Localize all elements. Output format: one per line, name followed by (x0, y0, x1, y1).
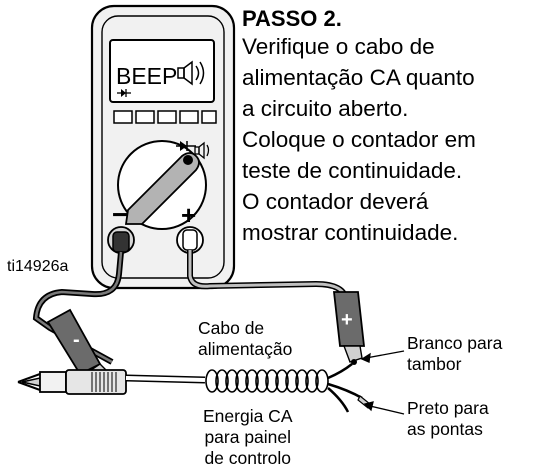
display-text: BEEP (116, 63, 177, 89)
instruction-line: a circuito aberto. (242, 96, 409, 121)
callout-arrows (360, 350, 405, 415)
negative-probe: - (46, 308, 110, 379)
instruction-line: O contador deverá (242, 189, 429, 214)
label-line: Energia CA (203, 406, 293, 426)
instruction-line: Coloque o contador em (242, 127, 476, 152)
meter-display (109, 39, 215, 103)
black-wire-label: Preto para as pontas (407, 398, 489, 440)
step-title: PASSO 2. (242, 6, 342, 31)
meter-button (135, 110, 155, 124)
coiled-cord (205, 369, 329, 393)
instruction-line: alimentação CA quanto (242, 65, 475, 90)
negative-jack (107, 226, 135, 254)
instruction-line: teste de continuidade. (242, 158, 463, 183)
multimeter: BEEP (90, 4, 236, 290)
figure-id: ti14926a (7, 258, 69, 275)
rotary-dial (117, 140, 207, 230)
positive-terminal-label: + (181, 200, 196, 230)
energy-label: Energia CA para painel de controlo (203, 406, 293, 469)
positive-probe: + (332, 291, 366, 363)
label-line: as pontas (407, 419, 483, 439)
label-line: Preto para (407, 398, 489, 418)
positive-jack (176, 226, 204, 254)
label-line: Cabo de (198, 318, 265, 338)
label-line: tambor (407, 354, 462, 374)
label-line: Branco para (407, 333, 503, 353)
instruction-line: mostrar continuidade. (242, 220, 459, 245)
label-line: alimentação (198, 339, 293, 359)
label-line: de controlo (204, 448, 292, 468)
cable-label: Cabo de alimentação (198, 318, 292, 360)
diode-continuity-icon (176, 141, 210, 160)
meter-button (179, 110, 199, 124)
label-line: para painel (204, 427, 292, 447)
positive-probe-symbol: + (341, 309, 353, 331)
speaker-icon (177, 60, 205, 86)
diode-icon-small (117, 89, 131, 97)
meter-buttons (113, 110, 217, 124)
step-instructions: Verifique o cabo de alimentação CA quant… (242, 31, 476, 248)
meter-button (113, 110, 133, 124)
meter-button (157, 110, 177, 124)
black-test-lead: - (32, 251, 124, 379)
positive-test-lead: + (187, 250, 366, 363)
power-cable (17, 359, 371, 413)
negative-probe-symbol: - (73, 329, 80, 351)
meter-button (201, 110, 217, 124)
instruction-line: Verifique o cabo de (242, 34, 435, 59)
negative-terminal-label: − (112, 199, 128, 230)
white-wire-label: Branco para tambor (407, 333, 502, 375)
